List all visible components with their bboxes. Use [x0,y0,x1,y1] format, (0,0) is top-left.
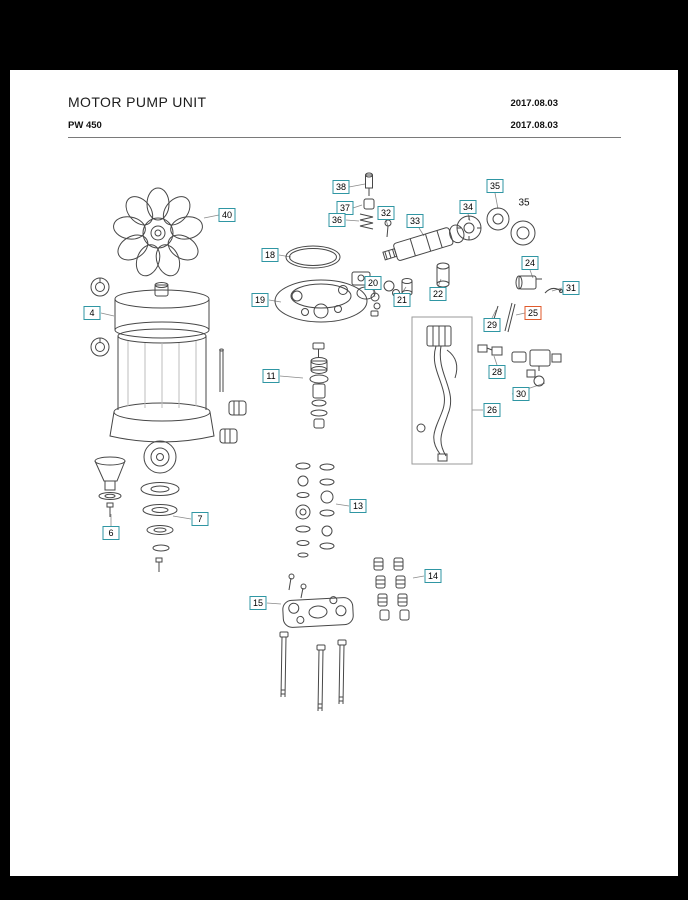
revision-date-bottom: 2017.08.03 [510,120,558,131]
model-number: PW 450 [68,120,102,131]
callout-36[interactable]: 36 [328,213,346,227]
callout-35[interactable]: 35 [486,179,504,193]
callout-28[interactable]: 28 [488,365,506,379]
callout-40[interactable]: 40 [218,208,236,222]
callout-32[interactable]: 32 [377,206,395,220]
part-number-label-35: 35 [518,197,530,209]
callout-31[interactable]: 31 [562,281,580,295]
callout-11[interactable]: 11 [262,369,280,383]
callout-13[interactable]: 13 [349,499,367,513]
callout-19[interactable]: 19 [251,293,269,307]
callout-15[interactable]: 15 [249,596,267,610]
callout-18[interactable]: 18 [261,248,279,262]
callout-25[interactable]: 25 [524,306,542,320]
callout-30[interactable]: 30 [512,387,530,401]
callout-34[interactable]: 34 [459,200,477,214]
callout-14[interactable]: 14 [424,569,442,583]
callout-38[interactable]: 38 [332,180,350,194]
callout-24[interactable]: 24 [521,256,539,270]
callout-6[interactable]: 6 [102,526,120,540]
callout-20[interactable]: 20 [364,276,382,290]
callout-7[interactable]: 7 [191,512,209,526]
callout-22[interactable]: 22 [429,287,447,301]
callout-26[interactable]: 26 [483,403,501,417]
callout-29[interactable]: 29 [483,318,501,332]
callout-33[interactable]: 33 [406,214,424,228]
callout-4[interactable]: 4 [83,306,101,320]
callout-21[interactable]: 21 [393,293,411,307]
header-divider [68,137,621,138]
page-title: MOTOR PUMP UNIT [68,94,207,110]
revision-date-top: 2017.08.03 [510,98,558,109]
